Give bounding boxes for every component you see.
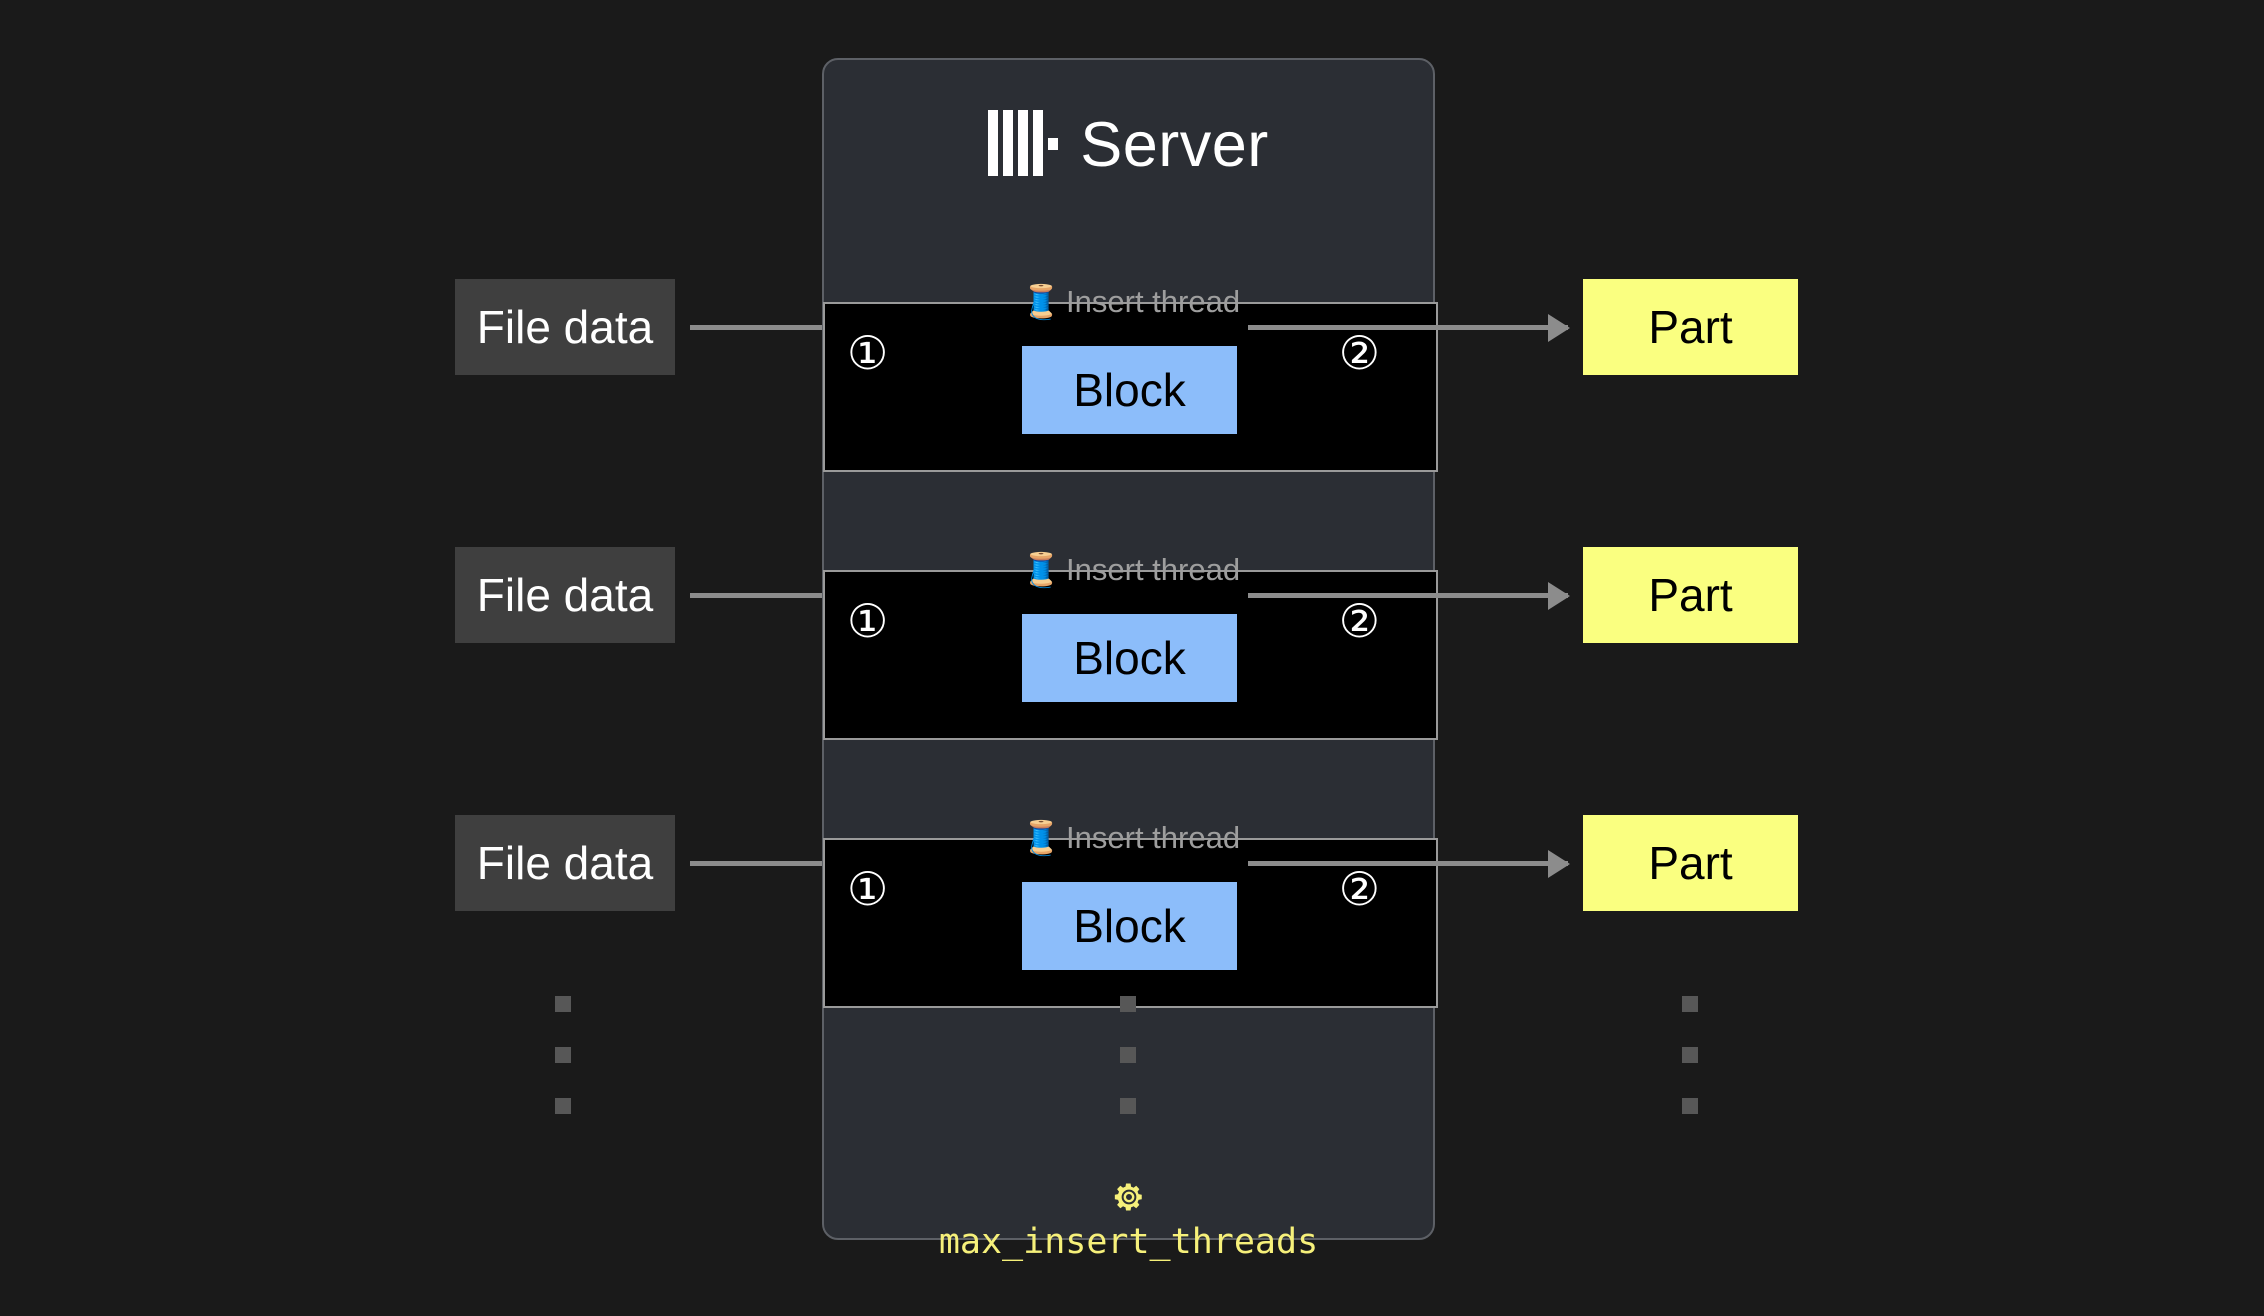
ellipsis-square bbox=[555, 1047, 571, 1063]
gear-icon bbox=[1112, 1180, 1146, 1219]
server-title: Server bbox=[1080, 109, 1269, 180]
thread-spool-icon: 🧵 bbox=[1020, 283, 1063, 320]
block-box-3: Block bbox=[1022, 882, 1237, 970]
ellipsis-square bbox=[1682, 996, 1698, 1012]
file-data-label: File data bbox=[476, 569, 654, 621]
arrow-block-to-part-1 bbox=[1248, 325, 1568, 330]
insert-thread-text: Insert thread bbox=[1066, 820, 1241, 855]
insert-thread-label-3: 🧵 Insert thread bbox=[1021, 821, 1240, 854]
ellipsis-square bbox=[1120, 996, 1136, 1012]
part-box-3: Part bbox=[1583, 815, 1798, 911]
insert-thread-box-3: 🧵 Insert thread ① ② Block bbox=[823, 821, 1438, 1008]
step-badge-out-1: ② bbox=[1338, 327, 1380, 379]
ellipsis-square bbox=[1682, 1098, 1698, 1114]
block-box-1: Block bbox=[1022, 346, 1237, 434]
server-header: Server bbox=[824, 90, 1433, 200]
arrow-block-to-part-3 bbox=[1248, 861, 1568, 866]
file-data-box-2: File data bbox=[455, 547, 675, 643]
part-label: Part bbox=[1648, 301, 1733, 353]
insert-thread-label-2: 🧵 Insert thread bbox=[1021, 553, 1240, 586]
part-box-1: Part bbox=[1583, 279, 1798, 375]
setting-name: max_insert_threads bbox=[938, 1222, 1319, 1262]
insert-thread-label-1: 🧵 Insert thread bbox=[1021, 285, 1240, 318]
part-label: Part bbox=[1648, 837, 1733, 889]
ellipsis-middle bbox=[1120, 996, 1136, 1114]
step-badge-out-2: ② bbox=[1338, 595, 1380, 647]
server-panel: Server 🧵 Insert thread ① ② Block 🧵 Inser… bbox=[822, 58, 1438, 1260]
ellipsis-square bbox=[555, 996, 571, 1012]
block-label: Block bbox=[1073, 364, 1186, 416]
insert-thread-text: Insert thread bbox=[1066, 284, 1241, 319]
step-badge-out-3: ② bbox=[1338, 863, 1380, 915]
ellipsis-left bbox=[555, 996, 571, 1114]
step-badge-in-1: ① bbox=[847, 327, 889, 379]
ellipsis-square bbox=[555, 1098, 571, 1114]
part-box-2: Part bbox=[1583, 547, 1798, 643]
part-label: Part bbox=[1648, 569, 1733, 621]
block-label: Block bbox=[1073, 900, 1186, 952]
step-badge-in-2: ① bbox=[847, 595, 889, 647]
block-label: Block bbox=[1073, 632, 1186, 684]
file-data-label: File data bbox=[476, 837, 654, 889]
clickhouse-logo-icon bbox=[988, 109, 1059, 181]
step-badge-in-3: ① bbox=[847, 863, 889, 915]
setting-footer: max_insert_threads bbox=[824, 1180, 1433, 1260]
file-data-box-3: File data bbox=[455, 815, 675, 911]
ellipsis-right bbox=[1682, 996, 1698, 1114]
ellipsis-square bbox=[1120, 1047, 1136, 1063]
file-data-label: File data bbox=[476, 301, 654, 353]
block-box-2: Block bbox=[1022, 614, 1237, 702]
file-data-box-1: File data bbox=[455, 279, 675, 375]
insert-thread-text: Insert thread bbox=[1066, 552, 1241, 587]
thread-spool-icon: 🧵 bbox=[1020, 819, 1063, 856]
arrow-block-to-part-2 bbox=[1248, 593, 1568, 598]
ellipsis-square bbox=[1682, 1047, 1698, 1063]
ellipsis-square bbox=[1120, 1098, 1136, 1114]
insert-thread-box-1: 🧵 Insert thread ① ② Block bbox=[823, 285, 1438, 472]
thread-spool-icon: 🧵 bbox=[1020, 551, 1063, 588]
